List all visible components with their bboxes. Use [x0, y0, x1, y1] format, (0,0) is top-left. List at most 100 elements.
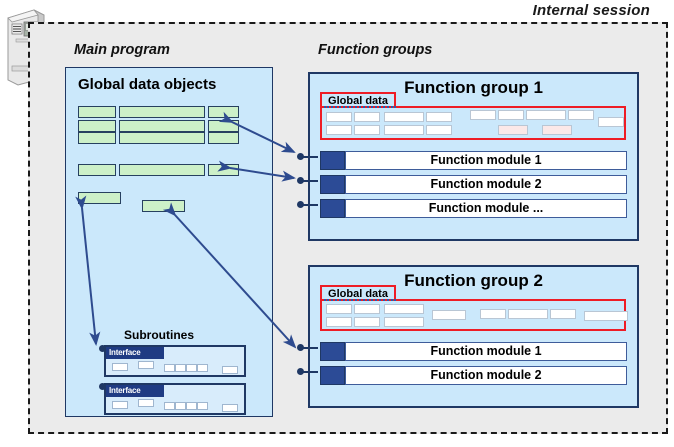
function-module-label: Function module ...	[345, 199, 627, 218]
function-module-label: Function module 2	[345, 175, 627, 194]
global-data-cell	[426, 112, 452, 122]
global-data-box	[78, 132, 116, 144]
main-program-caption: Main program	[74, 42, 170, 58]
global-data-cell	[550, 309, 576, 319]
global-data-box	[208, 132, 239, 144]
function-module-row[interactable]: Function module 2	[320, 175, 627, 194]
subroutine-cell	[175, 364, 186, 372]
function-module-row[interactable]: Function module 1	[320, 342, 627, 361]
function-module-row[interactable]: Function module 2	[320, 366, 627, 385]
function-module-marker	[320, 342, 345, 361]
internal-session-label: Internal session	[532, 2, 650, 19]
global-data-box	[119, 132, 205, 144]
module-connector-line	[301, 347, 318, 349]
subroutine-cell	[138, 361, 154, 369]
subroutine-cell	[186, 364, 197, 372]
subroutine-interface-label: Interface	[106, 347, 164, 359]
function-module-row[interactable]: Function module 1	[320, 151, 627, 170]
global-data-cell	[326, 304, 352, 314]
global-data-cell	[526, 110, 566, 120]
subroutines-title: Subroutines	[124, 328, 195, 342]
global-data-box	[208, 106, 239, 118]
module-connector-line	[301, 180, 318, 182]
global-data-cell	[480, 309, 506, 319]
global-data-dotted-separator	[324, 106, 396, 110]
global-data-cell	[542, 125, 572, 135]
main-program-panel: Global data objects Subroutines Interfac…	[65, 67, 273, 417]
subroutine-cell	[197, 364, 208, 372]
function-module-label: Function module 1	[345, 151, 627, 170]
subroutine-cell	[222, 404, 238, 412]
global-data-box	[208, 164, 239, 176]
subroutine-cell	[138, 399, 154, 407]
function-groups-caption: Function groups	[318, 42, 433, 58]
global-data-band	[320, 299, 628, 331]
global-data-box	[208, 120, 239, 132]
global-data-cell	[354, 304, 380, 314]
subroutine-cell	[186, 402, 197, 410]
global-data-band	[320, 106, 626, 140]
global-data-cell	[384, 112, 424, 122]
function-module-marker	[320, 199, 345, 218]
function-group-1: Function group 1 Global data Function mo	[308, 72, 639, 241]
global-data-box	[119, 164, 205, 176]
subroutine-cell	[112, 401, 128, 409]
global-data-cell	[354, 125, 380, 135]
subroutine-cell	[164, 402, 175, 410]
global-data-dotted-separator	[324, 299, 396, 303]
function-module-label: Function module 1	[345, 342, 627, 361]
global-data-cell	[354, 317, 380, 327]
module-connector-line	[301, 156, 318, 158]
module-connector-dot	[297, 344, 304, 351]
function-module-marker	[320, 151, 345, 170]
subroutine-cell	[112, 363, 128, 371]
module-connector-line	[301, 371, 318, 373]
module-connector-dot	[297, 368, 304, 375]
global-data-cell	[598, 117, 624, 127]
global-data-box	[119, 120, 205, 132]
subroutine-cell	[164, 364, 175, 372]
global-data-cell	[508, 309, 548, 319]
subroutine-connector-dot	[99, 345, 106, 352]
global-data-cell	[568, 110, 594, 120]
global-data-box	[78, 120, 116, 132]
global-data-cell	[354, 112, 380, 122]
global-data-cell	[432, 310, 466, 320]
global-data-cell	[498, 110, 524, 120]
function-module-label: Function module 2	[345, 366, 627, 385]
global-data-box	[119, 106, 205, 118]
function-module-row[interactable]: Function module ...	[320, 199, 627, 218]
global-data-cell	[498, 125, 528, 135]
subroutine-connector-dot	[99, 383, 106, 390]
global-data-box	[78, 164, 116, 176]
module-connector-dot	[297, 153, 304, 160]
subroutine-interface-label: Interface	[106, 385, 164, 397]
subroutine-cell	[197, 402, 208, 410]
function-module-marker	[320, 366, 345, 385]
global-data-cell	[326, 125, 352, 135]
global-data-box	[142, 200, 185, 212]
global-data-cell	[384, 317, 424, 327]
subroutine-1[interactable]: Interface	[104, 345, 246, 377]
global-data-tab: Global data	[320, 285, 396, 301]
subroutine-2[interactable]: Interface	[104, 383, 246, 415]
subroutine-cell	[222, 366, 238, 374]
global-data-cell	[470, 110, 496, 120]
global-data-cell	[326, 317, 352, 327]
function-group-2: Function group 2 Global data Function mo…	[308, 265, 639, 408]
module-connector-dot	[297, 201, 304, 208]
global-data-cell	[384, 304, 424, 314]
module-connector-dot	[297, 177, 304, 184]
global-data-box	[78, 106, 116, 118]
global-data-objects-title: Global data objects	[78, 76, 217, 93]
global-data-tab: Global data	[320, 92, 396, 108]
global-data-box	[78, 192, 121, 204]
function-group-2-title: Function group 2	[404, 271, 543, 290]
function-group-1-title: Function group 1	[404, 78, 543, 97]
function-module-marker	[320, 175, 345, 194]
subroutine-cell	[175, 402, 186, 410]
module-connector-line	[301, 204, 318, 206]
global-data-cell	[384, 125, 424, 135]
global-data-cell	[426, 125, 452, 135]
